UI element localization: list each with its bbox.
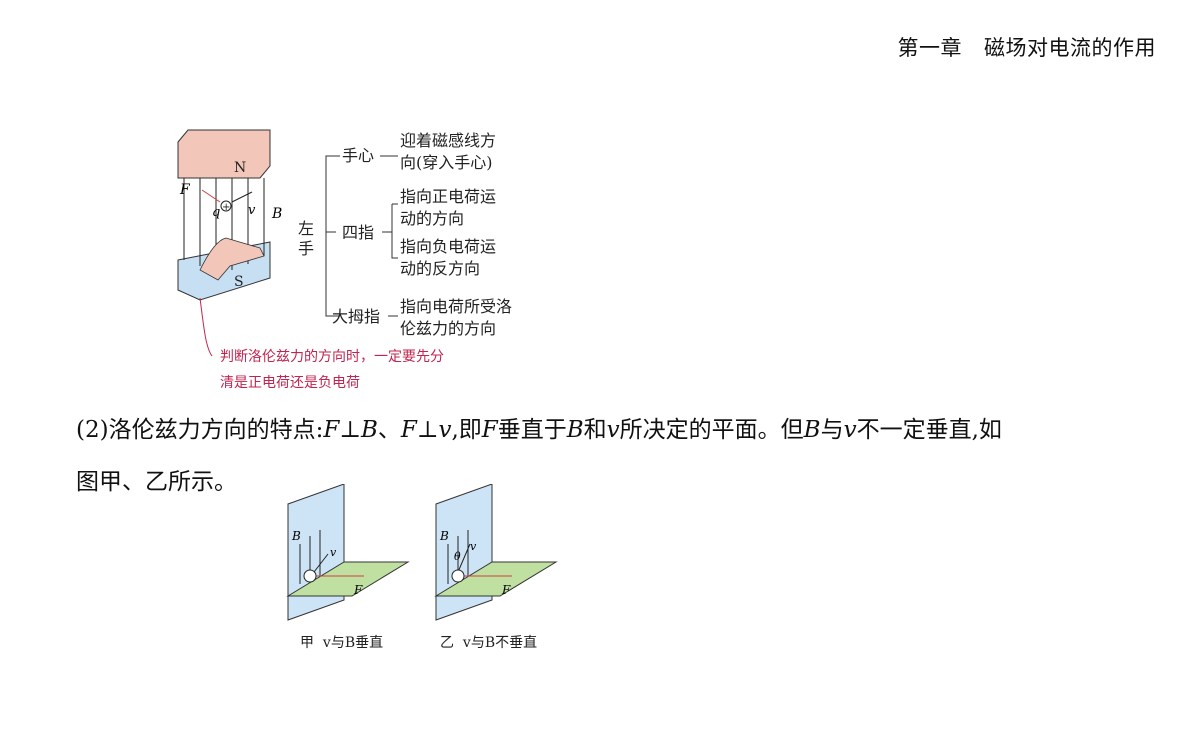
charge-symbol — [451, 569, 465, 583]
text-segment: ,即 — [451, 417, 482, 443]
symbol-B: B — [566, 417, 584, 443]
symbol-v: v — [606, 417, 620, 443]
label-B: B — [439, 529, 449, 543]
charge-symbol — [303, 569, 317, 583]
magnet-n-label: N — [234, 160, 246, 176]
horizontal-plane — [434, 561, 558, 597]
caption-text: v与B不垂直 — [462, 635, 538, 651]
positive-desc-1: 指向正电荷运 — [400, 187, 496, 206]
text-segment: 、 — [377, 417, 401, 443]
symbol-F: F — [481, 417, 498, 443]
label-v: v — [330, 546, 337, 559]
four-fingers-label: 四指 — [342, 223, 374, 242]
negative-desc-1: 指向负电荷运 — [400, 237, 496, 256]
hand-shape — [199, 237, 265, 281]
v-arrow — [457, 543, 471, 573]
figure-non-perpendicular: B θ v F — [434, 484, 558, 621]
chapter-title: 磁场对电流的作用 — [984, 36, 1156, 60]
negative-desc-2: 动的反方向 — [400, 259, 480, 278]
text-segment: 和 — [583, 417, 607, 443]
text-segment: 垂直于 — [497, 417, 567, 443]
label-q: q — [212, 205, 220, 220]
label-F: F — [353, 583, 363, 597]
left-hand-char-1: 左 — [298, 219, 314, 238]
horizontal-plane — [286, 561, 410, 597]
caption-prefix: 乙 — [440, 635, 454, 651]
tree-lines — [325, 155, 398, 317]
label-v: v — [248, 203, 256, 218]
label-F: F — [501, 583, 511, 597]
thumb-desc-2: 伦兹力的方向 — [400, 319, 496, 338]
label-F: F — [179, 182, 191, 198]
symbol-F: F — [400, 417, 417, 443]
caption-left: 甲 v与B垂直 — [300, 632, 383, 652]
label-B: B — [291, 529, 301, 543]
paragraph: (2)洛伦兹力方向的特点:F⊥B、F⊥v,即F垂直于B和v所决定的平面。但B与v… — [76, 404, 1156, 508]
symbol-F: F — [323, 417, 340, 443]
label-v: v — [470, 540, 477, 553]
symbol-v: v — [843, 417, 857, 443]
caption-prefix: 甲 — [300, 635, 314, 651]
force-arrow — [201, 189, 221, 203]
text-segment: (2)洛伦兹力方向的特点: — [76, 417, 324, 443]
chapter-number: 第一章 — [897, 36, 962, 60]
symbol-B: B — [803, 417, 821, 443]
magnet-s-label: S — [234, 274, 244, 290]
charge-plus: + — [222, 202, 230, 213]
note-line-1: 判断洛伦兹力的方向时，一定要先分 — [220, 349, 444, 365]
thumb-label: 大拇指 — [332, 307, 380, 326]
text-segment: 不一定垂直,如 — [856, 417, 1002, 443]
symbol-v: v — [438, 417, 452, 443]
caption-right: 乙 v与B不垂直 — [440, 632, 537, 652]
chapter-header: 第一章磁场对电流的作用 — [898, 32, 1157, 62]
thumb-desc-1: 指向电荷所受洛 — [400, 297, 512, 316]
note-line-2: 清是正电荷还是负电荷 — [220, 375, 360, 391]
label-B: B — [271, 206, 282, 222]
vertical-plane — [435, 484, 493, 621]
magnet-n-pole — [177, 129, 271, 179]
text-segment: 与 — [820, 417, 844, 443]
perp-symbol: ⊥ — [339, 417, 361, 443]
palm-desc-1: 迎着磁感线方 — [400, 131, 496, 150]
positive-desc-2: 动的方向 — [400, 209, 464, 228]
v-arrow — [313, 553, 329, 573]
figure-perpendicular: B v F — [286, 484, 410, 621]
note-pointer — [199, 297, 213, 357]
palm-desc-2: 向(穿入手心) — [400, 153, 493, 172]
paragraph-line-2: 图甲、乙所示。 — [76, 469, 237, 495]
caption-text: v与B垂直 — [322, 635, 384, 651]
palm-label: 手心 — [342, 146, 374, 165]
velocity-arrow — [231, 191, 253, 203]
symbol-B: B — [360, 417, 378, 443]
left-hand-rule-figure: N S + F q v B 左 手 手心 迎着磁感线方 向(穿入手心) 四指 指… — [177, 129, 512, 391]
text-segment: 所决定的平面。但 — [619, 417, 804, 443]
charge-symbol — [220, 200, 232, 212]
paragraph-line-1: (2)洛伦兹力方向的特点:F⊥B、F⊥v,即F垂直于B和v所决定的平面。但B与v… — [76, 404, 1156, 456]
left-hand-char-2: 手 — [298, 239, 314, 258]
label-theta: θ — [454, 550, 461, 563]
perp-symbol: ⊥ — [416, 417, 439, 443]
